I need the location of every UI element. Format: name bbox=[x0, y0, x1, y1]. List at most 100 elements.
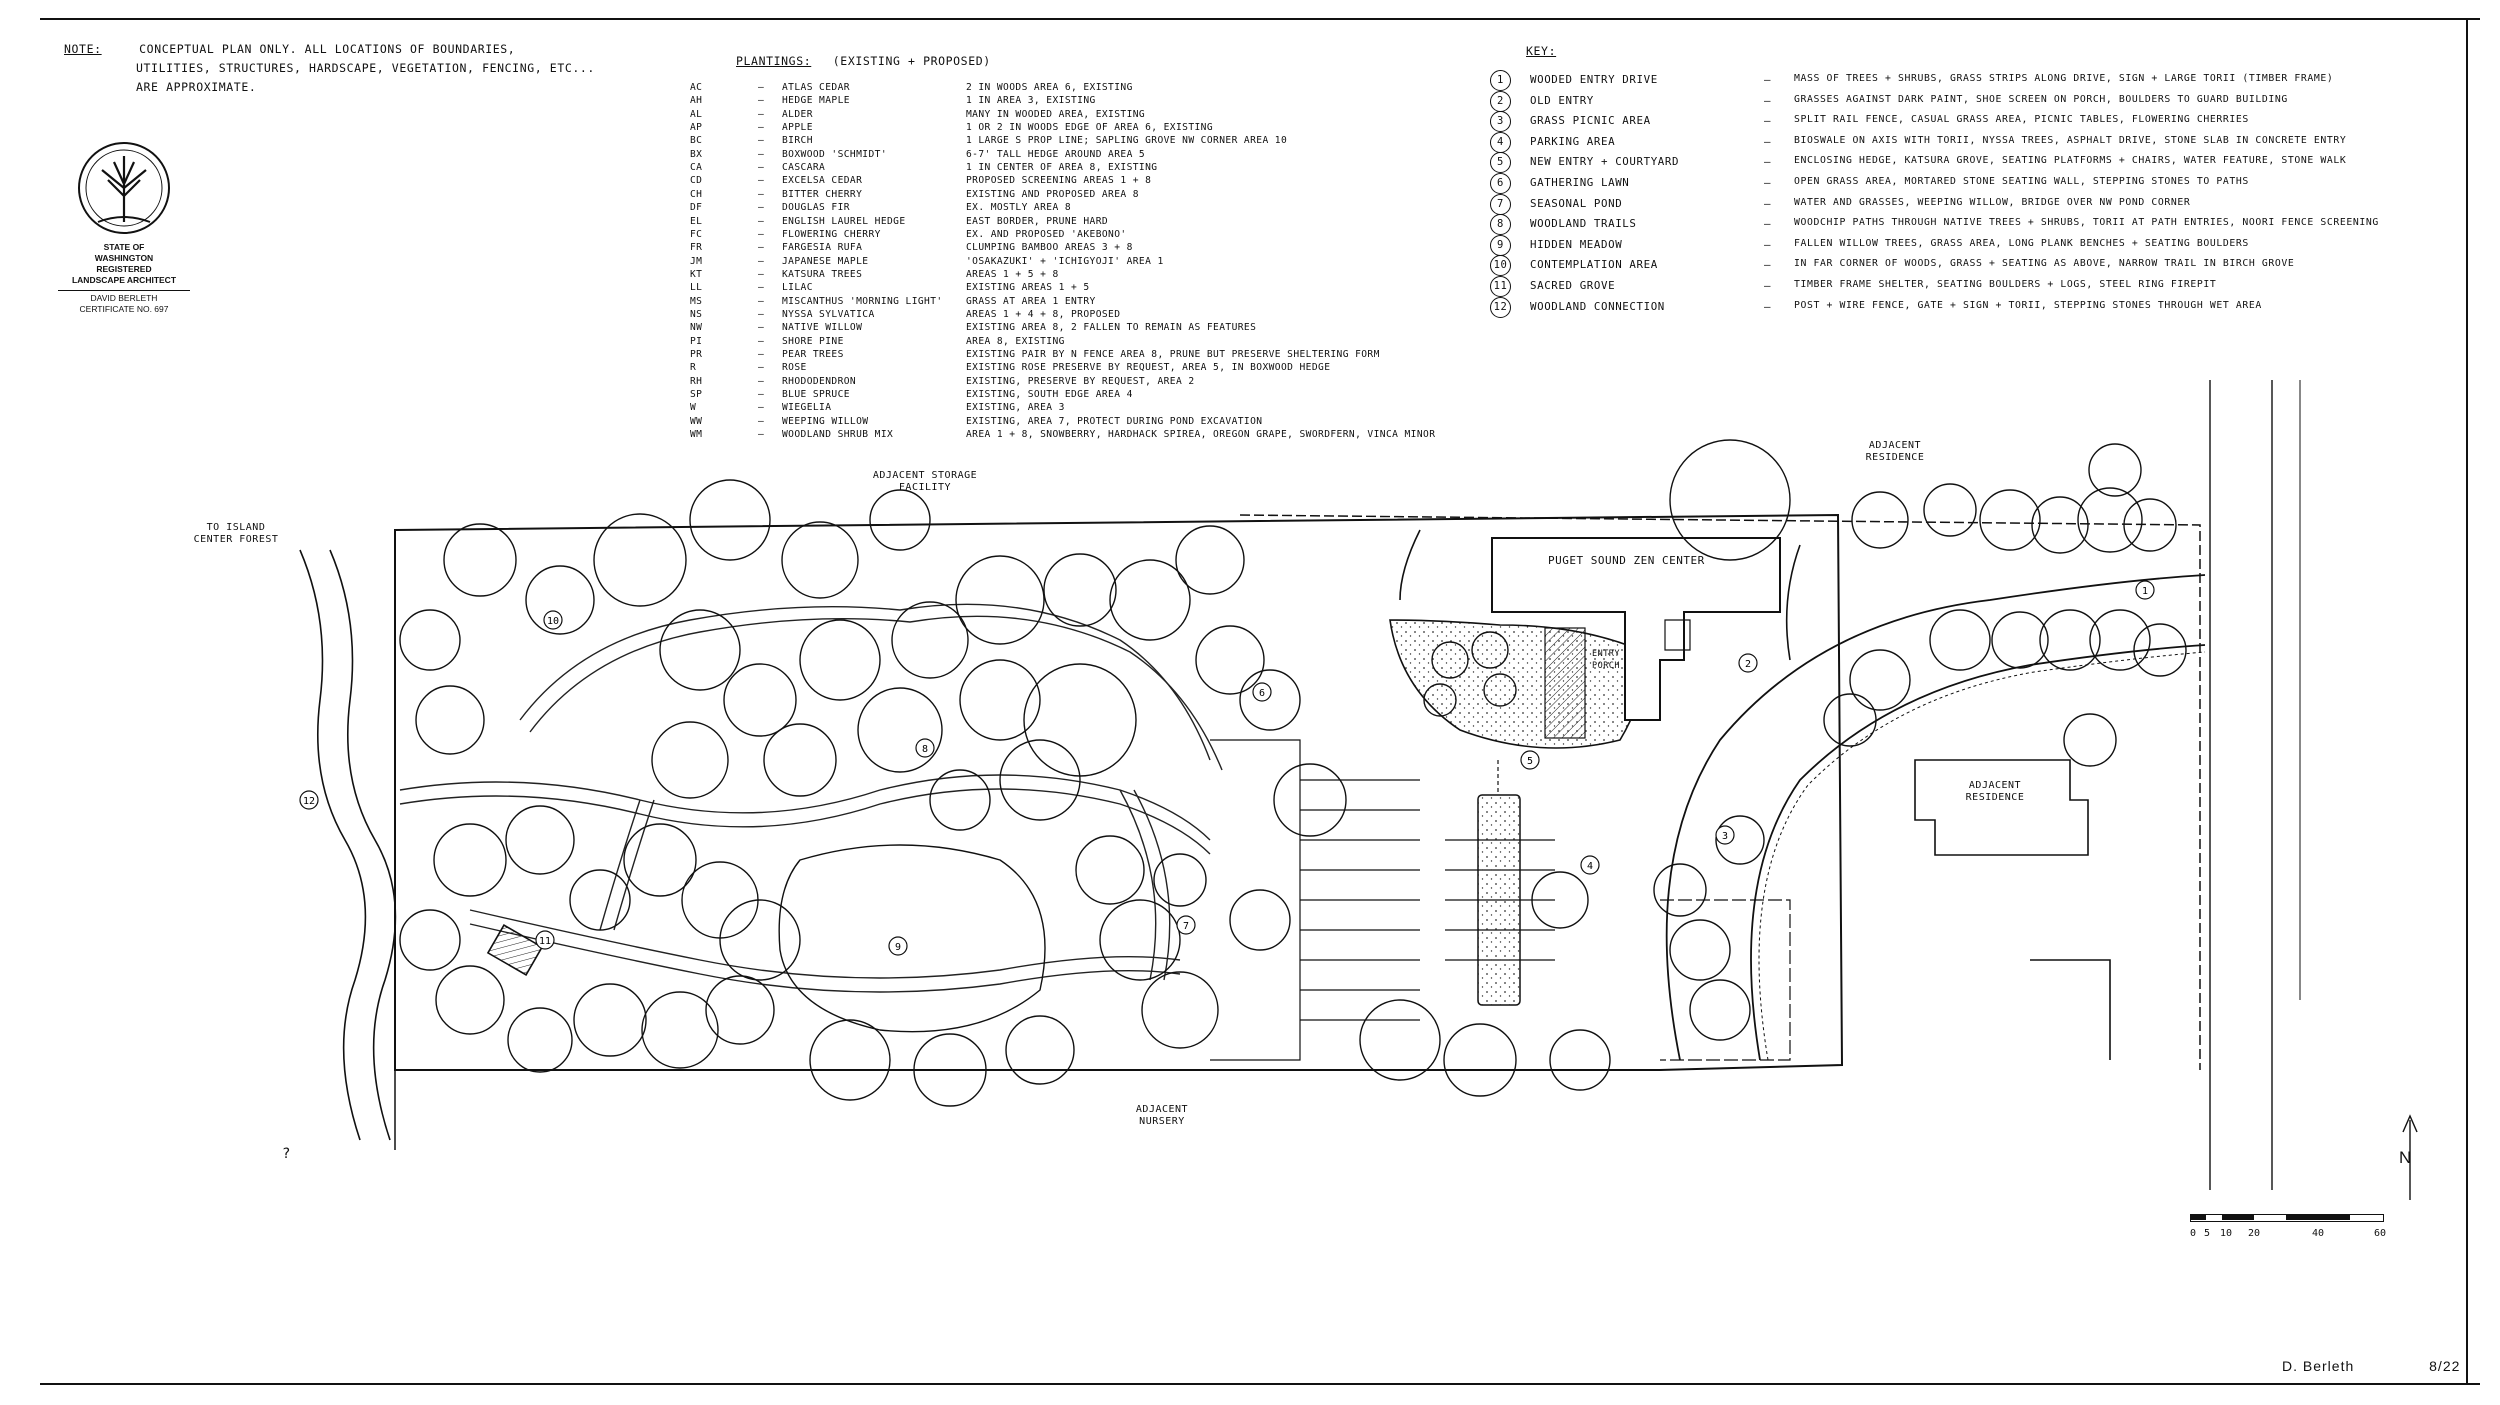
tree-canopy bbox=[2063, 713, 2117, 767]
tree-canopy bbox=[955, 555, 1045, 645]
key-area-description: Open Grass Area, Mortared Stone Seating … bbox=[1794, 176, 2249, 187]
tree-canopy bbox=[1023, 663, 1137, 777]
tree-canopy bbox=[681, 861, 759, 939]
key-area-name: Gathering Lawn bbox=[1530, 176, 1630, 189]
landscape-architect-seal: STATE OF WASHINGTON REGISTERED LANDSCAPE… bbox=[58, 140, 190, 315]
key-dash: – bbox=[1764, 176, 1772, 189]
tree-canopy bbox=[435, 965, 505, 1035]
seal-certificate: CERTIFICATE NO. 697 bbox=[79, 304, 169, 314]
tree-canopy bbox=[569, 869, 631, 931]
tree-canopy bbox=[913, 1033, 987, 1107]
key-number: 10 bbox=[1490, 255, 1511, 277]
key-area-name: Woodland Connection bbox=[1530, 299, 1665, 313]
seal-profession: LANDSCAPE ARCHITECT bbox=[71, 275, 177, 285]
tree-canopy bbox=[869, 489, 931, 551]
planting-code: AP bbox=[690, 122, 703, 134]
planting-note: Existing, Area 3 bbox=[966, 402, 1065, 414]
tree-canopy bbox=[799, 619, 881, 701]
planting-note: Area 1 + 8, Snowberry, Hardhack Spirea, … bbox=[966, 429, 1436, 441]
planting-name: Boxwood 'Schmidt' bbox=[782, 148, 887, 160]
planting-dash: – bbox=[758, 122, 765, 134]
parking-stalls bbox=[1300, 779, 1555, 1021]
key-area-description: Woodchip Paths Through Native Trees + Sh… bbox=[1794, 217, 2379, 229]
courtyard-hedge bbox=[1389, 619, 1644, 749]
notes-line: Utilities, Structures, Hardscape, Vegeta… bbox=[136, 61, 595, 75]
key-marker: 2 bbox=[1738, 653, 1758, 673]
tree-canopy bbox=[1823, 693, 1877, 747]
planting-dash: – bbox=[758, 282, 765, 294]
tree-canopy bbox=[443, 523, 517, 597]
tree-canopy bbox=[781, 521, 859, 599]
bioswale bbox=[1477, 794, 1521, 1006]
planting-dash: – bbox=[758, 162, 765, 174]
planting-code: BX bbox=[690, 148, 703, 160]
planting-dash: – bbox=[758, 108, 765, 120]
tree-canopy bbox=[641, 991, 719, 1069]
zen-center-building bbox=[1491, 537, 1781, 721]
plantings-subtitle: (Existing + Proposed) bbox=[832, 54, 991, 68]
seal-registered: REGISTERED bbox=[96, 264, 152, 274]
key-area-description: Enclosing Hedge, Katsura Grove, Seating … bbox=[1794, 155, 2347, 167]
planting-code: MS bbox=[690, 295, 703, 307]
tree-canopy bbox=[1195, 625, 1265, 695]
planting-dash: – bbox=[758, 175, 765, 187]
tree-canopy bbox=[1239, 669, 1301, 731]
planting-dash: – bbox=[758, 322, 765, 334]
planting-code: FC bbox=[690, 228, 703, 240]
seal-state: STATE OF bbox=[103, 242, 145, 252]
old-entry-drive-edge bbox=[1785, 544, 1801, 661]
tree-canopy bbox=[1653, 863, 1707, 917]
tree-canopy bbox=[399, 609, 461, 671]
adjacent-residence-e-label: Adjacent Residence bbox=[1965, 780, 2025, 803]
tree-canopy bbox=[433, 823, 507, 897]
planting-name: Flowering Cherry bbox=[782, 228, 881, 240]
seal-state-name: WASHINGTON bbox=[94, 253, 154, 263]
planting-dash: – bbox=[758, 375, 765, 387]
key-dash: – bbox=[1764, 196, 1772, 210]
scale-tick-label: 0 bbox=[2190, 1228, 2197, 1239]
key-title: Key: bbox=[1526, 44, 1557, 58]
planting-code: KT bbox=[690, 268, 703, 280]
scale-tick-label: 60 bbox=[2374, 1228, 2387, 1239]
key-area-name: Old Entry bbox=[1530, 93, 1594, 107]
planting-note: Ex. Mostly Area 8 bbox=[966, 202, 1071, 214]
tree-canopy bbox=[959, 659, 1041, 741]
scale-bar-segment bbox=[2190, 1214, 2206, 1220]
planting-dash: – bbox=[758, 215, 765, 227]
tree-canopy bbox=[1431, 641, 1469, 679]
scale-tick-label: 40 bbox=[2312, 1228, 2325, 1239]
planting-name: Rhododendron bbox=[782, 375, 857, 387]
planting-dash: – bbox=[758, 362, 765, 374]
plantings-title-label: Plantings: bbox=[736, 54, 812, 68]
tree-canopy bbox=[1229, 889, 1291, 951]
planting-code: R bbox=[690, 362, 697, 374]
planting-name: Alder bbox=[782, 108, 813, 120]
key-area-name: Hidden Meadow bbox=[1530, 237, 1623, 251]
tree-canopy bbox=[1549, 1029, 1611, 1091]
planting-name: Japanese Maple bbox=[782, 255, 869, 267]
planting-name: Nyssa Sylvatica bbox=[782, 308, 875, 320]
key-area-name: Grass Picnic Area bbox=[1530, 114, 1651, 128]
creek-bank-east bbox=[329, 549, 397, 1141]
key-marker-number: 3 bbox=[1722, 831, 1728, 842]
scale-tick-label: 20 bbox=[2248, 1228, 2261, 1239]
planting-note: 1 in Center of Area 8, Existing bbox=[966, 162, 1158, 174]
planting-note: Existing Pair by N Fence Area 8, Prune B… bbox=[966, 349, 1380, 360]
tree-canopy bbox=[999, 739, 1081, 821]
planting-note: Existing, South Edge Area 4 bbox=[966, 389, 1133, 401]
planting-code: WW bbox=[690, 415, 703, 427]
entry-drive-grass-strip bbox=[1758, 651, 2206, 1061]
tree-canopy bbox=[2133, 623, 2187, 677]
planting-note: Areas 1 + 4 + 8, Proposed bbox=[966, 308, 1121, 320]
key-marker: 9 bbox=[888, 936, 908, 956]
tree-canopy bbox=[659, 609, 741, 691]
entry-drive-inner-edge bbox=[1665, 574, 2206, 1061]
planting-name: Douglas Fir bbox=[782, 202, 850, 214]
planting-name: Apple bbox=[782, 122, 813, 134]
key-dash: – bbox=[1764, 73, 1772, 86]
planting-name: Woodland Shrub Mix bbox=[782, 429, 894, 441]
planting-note: 2 in Woods Area 6, Existing bbox=[966, 82, 1133, 93]
key-marker-number: 12 bbox=[303, 796, 315, 807]
seal-architect-name: DAVID BERLETH bbox=[58, 290, 190, 304]
